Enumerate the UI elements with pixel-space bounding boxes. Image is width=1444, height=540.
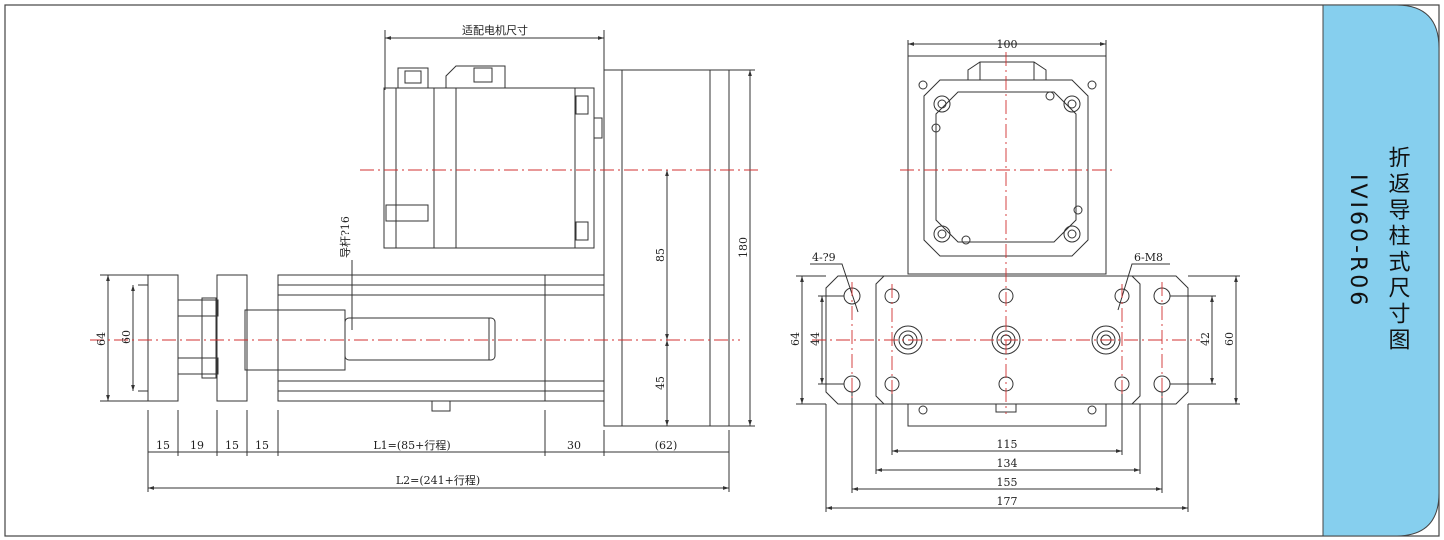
dim-motor-45: 45	[654, 376, 667, 390]
dim-end-42: 42	[1199, 332, 1212, 346]
dim-total-180: 180	[737, 237, 750, 258]
dim-end-44: 44	[809, 332, 822, 346]
dim-l2: L2=(241+行程)	[396, 474, 480, 487]
dim-62: (62)	[655, 439, 678, 452]
dim-width-155: 155	[997, 476, 1018, 489]
hole-callout-left: 4-?9	[812, 251, 836, 264]
title-block-model: IVI60-R06	[1345, 174, 1370, 308]
dim-height-64: 64	[95, 332, 108, 346]
dim-end-64: 64	[789, 332, 802, 346]
dim-height-60: 60	[120, 330, 133, 344]
dim-end-60: 60	[1223, 332, 1236, 346]
dim-30: 30	[567, 439, 581, 452]
dim-bottom-15a: 15	[156, 439, 170, 452]
dim-width-134: 134	[997, 457, 1018, 470]
dim-l1: L1=(85+行程)	[373, 439, 450, 452]
end-view-centerlines	[812, 52, 1200, 414]
sheet-border	[4, 4, 1440, 537]
side-view-centerlines	[90, 169, 760, 341]
dim-bottom-15c: 15	[255, 439, 269, 452]
end-view	[796, 40, 1240, 512]
guide-rod-label: 导杆?16	[338, 216, 352, 258]
dim-width-177: 177	[997, 495, 1018, 508]
dim-bottom-19: 19	[190, 439, 204, 452]
motor-size-label: 适配电机尺寸	[462, 23, 528, 37]
hole-callout-right: 6-M8	[1134, 251, 1163, 264]
dim-width-115: 115	[997, 438, 1018, 451]
title-block	[1322, 4, 1440, 537]
dim-motor-85: 85	[654, 248, 667, 262]
side-view	[100, 30, 755, 492]
dim-bottom-15b: 15	[225, 439, 239, 452]
dim-top-100: 100	[997, 38, 1018, 51]
title-block-name: 折返导柱式尺寸图	[1385, 146, 1411, 354]
